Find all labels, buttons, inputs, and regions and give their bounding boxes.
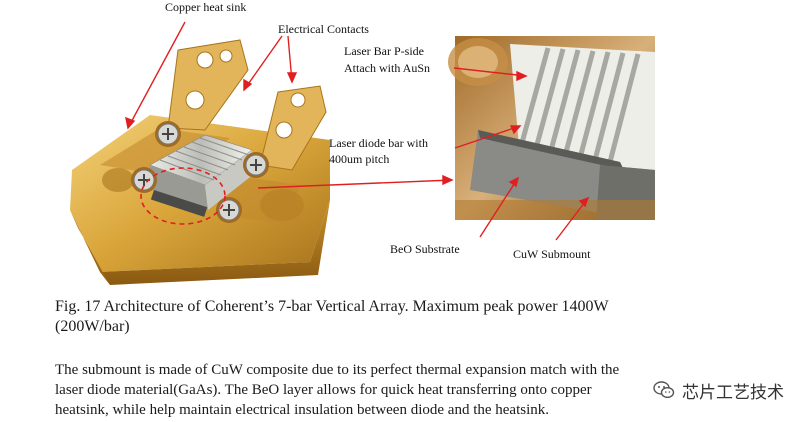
wechat-icon [653, 381, 675, 399]
electrical-contact-tabs [167, 39, 327, 171]
figure-caption: Fig. 17 Architecture of Coherent’s 7-bar… [55, 297, 755, 337]
body-line-2: laser diode material(GaAs). The BeO laye… [55, 382, 592, 398]
label-beo-substrate: BeO Substrate [390, 242, 460, 256]
body-line-3: heatsink, while help maintain electrical… [55, 402, 550, 418]
label-cuw-submount: CuW Submount [513, 247, 591, 261]
caption-line-1: Fig. 17 Architecture of Coherent’s 7-bar… [55, 298, 609, 315]
label-copper-heat-sink: Copper heat sink [165, 0, 247, 14]
caption-line-2: (200W/bar) [55, 318, 130, 335]
body-line-1: The submount is made of CuW composite du… [55, 362, 620, 378]
watermark: 芯片工艺技术 [646, 374, 790, 406]
figure-architecture: Copper heat sink Electrical Contacts Las… [70, 0, 655, 285]
label-electrical-contacts: Electrical Contacts [278, 22, 369, 36]
label-laser-diode-bar-2: 400um pitch [329, 152, 390, 166]
watermark-text: 芯片工艺技术 [682, 382, 784, 403]
laser-array-block [149, 134, 254, 217]
zoomed-photo [448, 36, 655, 220]
figure-illustration [70, 21, 655, 285]
body-paragraph: The submount is made of CuW composite du… [55, 360, 755, 420]
laser-bar-ribs [517, 47, 641, 163]
highlight-ellipse [140, 167, 226, 225]
annotation-arrows [125, 21, 590, 241]
label-laser-bar-p-side-2: Attach with AuSn [344, 61, 430, 75]
label-laser-diode-bar-1: Laser diode bar with [329, 136, 428, 150]
label-laser-bar-p-side-1: Laser Bar P-side [344, 44, 424, 58]
screws [131, 121, 269, 223]
